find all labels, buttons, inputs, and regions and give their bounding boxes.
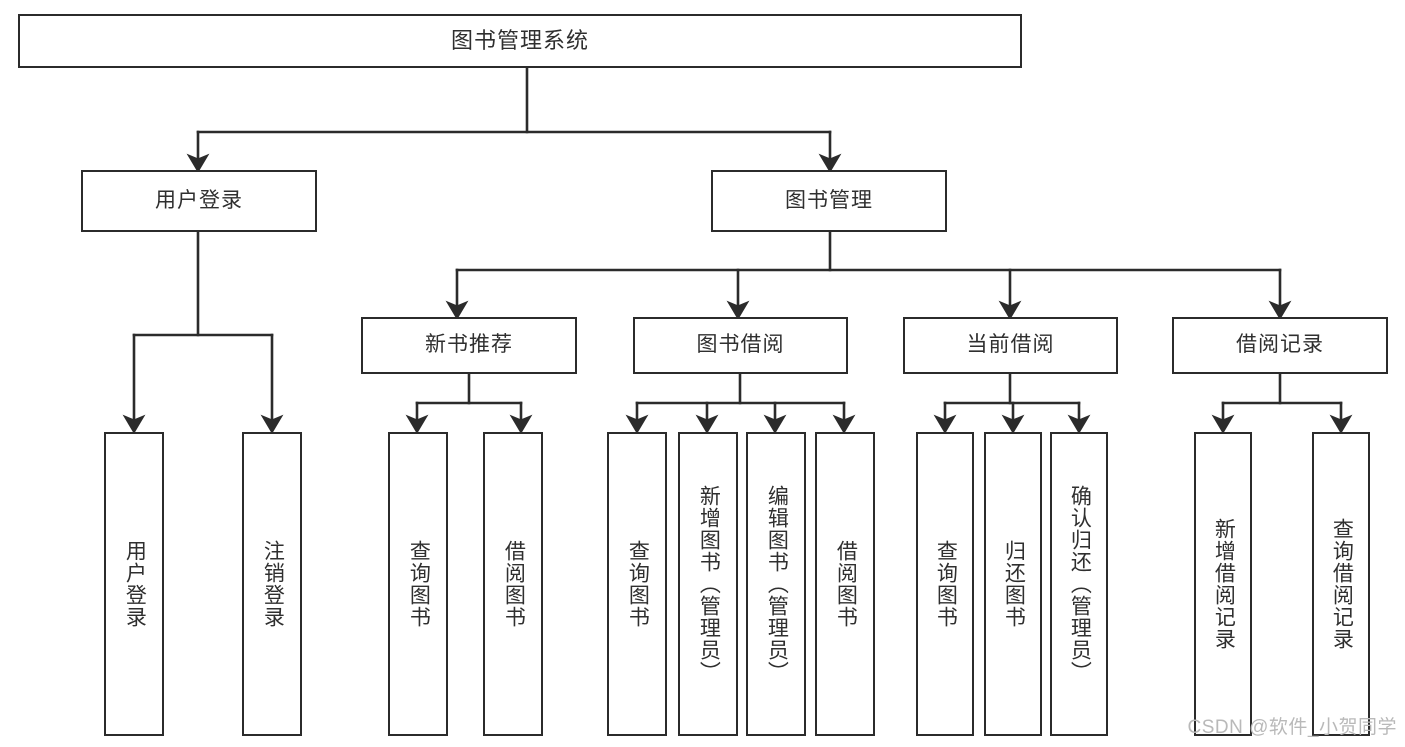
node-label: 图书管理 xyxy=(785,188,873,212)
node-label: 查询借阅记录 xyxy=(1330,518,1354,650)
edges-book-manage-to-level2 xyxy=(445,230,1292,320)
node-borrow-record[interactable]: 借阅记录 xyxy=(1172,317,1388,374)
node-label: 当前借阅 xyxy=(966,333,1055,357)
leaf-node-logout-login[interactable]: 注销登录 xyxy=(242,432,302,736)
node-label: 查询图书 xyxy=(626,540,650,628)
node-label: 用户登录 xyxy=(155,188,243,212)
node-user-login[interactable]: 用户登录 xyxy=(81,170,317,232)
node-label: 新增借阅记录 xyxy=(1212,518,1236,650)
node-root-book-management-system[interactable]: 图书管理系统 xyxy=(18,14,1022,68)
node-book-management[interactable]: 图书管理 xyxy=(711,170,947,232)
node-label: 确认归还（管理员） xyxy=(1068,485,1092,683)
edges-borrow-record-to-leaves xyxy=(1211,372,1353,434)
leaf-node-add-borrow-record[interactable]: 新增借阅记录 xyxy=(1194,432,1252,736)
leaf-node-user-login[interactable]: 用户登录 xyxy=(104,432,164,736)
node-label: 归还图书 xyxy=(1002,540,1026,628)
node-label: 借阅图书 xyxy=(502,540,526,628)
leaf-node-query-book-borrow[interactable]: 查询图书 xyxy=(607,432,667,736)
leaf-node-add-book-admin[interactable]: 新增图书（管理员） xyxy=(678,432,738,736)
edges-current-borrow-to-leaves xyxy=(933,372,1091,434)
node-label: 新书推荐 xyxy=(425,333,513,357)
node-label: 用户登录 xyxy=(123,540,147,628)
csdn-watermark: CSDN @软件_小贺同学 xyxy=(1187,717,1397,738)
edges-new-book-recommend-to-leaves xyxy=(405,372,533,434)
node-label: 图书管理系统 xyxy=(450,28,589,54)
node-label: 图书借阅 xyxy=(696,333,785,357)
node-label: 查询图书 xyxy=(934,540,958,628)
node-new-book-recommend[interactable]: 新书推荐 xyxy=(361,317,577,374)
leaf-node-query-book-recommend[interactable]: 查询图书 xyxy=(388,432,448,736)
node-current-borrow[interactable]: 当前借阅 xyxy=(903,317,1118,374)
leaf-node-confirm-return-admin[interactable]: 确认归还（管理员） xyxy=(1050,432,1108,736)
node-label: 借阅记录 xyxy=(1236,333,1324,357)
node-label: 编辑图书（管理员） xyxy=(765,485,789,683)
node-label: 新增图书（管理员） xyxy=(697,485,721,683)
node-label: 查询图书 xyxy=(407,540,431,628)
leaf-node-query-borrow-record[interactable]: 查询借阅记录 xyxy=(1312,432,1370,736)
leaf-node-query-book-current[interactable]: 查询图书 xyxy=(916,432,974,736)
leaf-node-edit-book-admin[interactable]: 编辑图书（管理员） xyxy=(746,432,806,736)
node-label: 注销登录 xyxy=(261,540,285,628)
leaf-node-borrow-book-recommend[interactable]: 借阅图书 xyxy=(483,432,543,736)
edges-book-borrow-to-leaves xyxy=(625,372,856,434)
node-book-borrow[interactable]: 图书借阅 xyxy=(633,317,848,374)
node-label: 借阅图书 xyxy=(834,540,858,628)
leaf-node-borrow-book[interactable]: 借阅图书 xyxy=(815,432,875,736)
leaf-node-return-book[interactable]: 归还图书 xyxy=(984,432,1042,736)
edges-root-to-level1 xyxy=(186,66,842,173)
edges-user-login-to-leaves xyxy=(122,230,284,434)
